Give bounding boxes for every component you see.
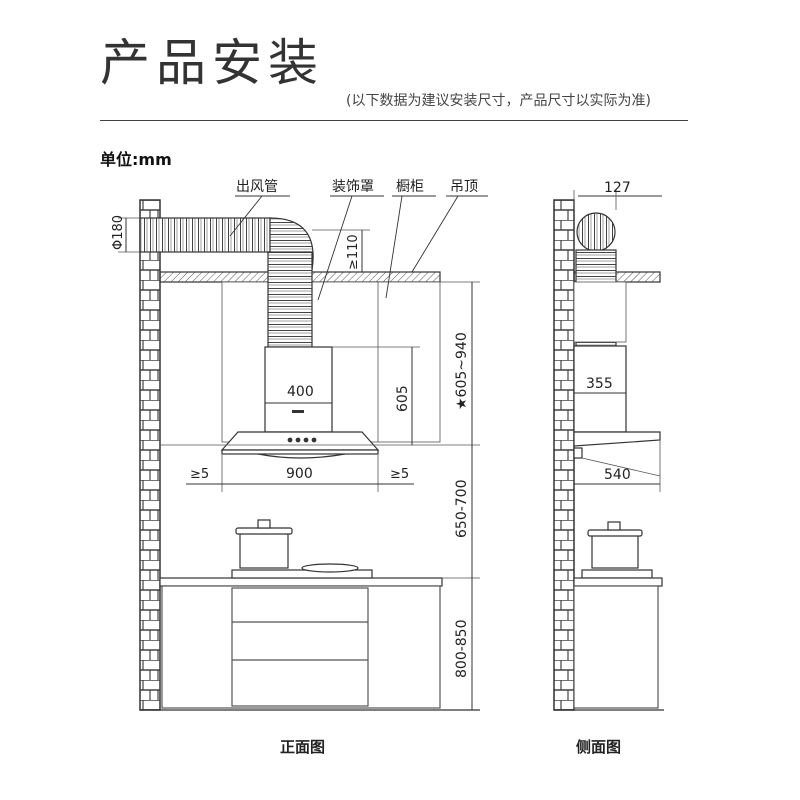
dim-605-940: ★605~940 — [454, 332, 470, 410]
side-hood-body — [573, 431, 661, 447]
side-brick-wall — [553, 199, 575, 711]
dim-duct-diameter: Φ180 — [111, 215, 126, 250]
front-duct-vertical — [267, 251, 313, 348]
dim-605: 605 — [395, 385, 411, 412]
label-cover: 装饰罩 — [332, 179, 374, 195]
dim-ge5-right: ≥5 — [390, 467, 409, 482]
dim-400: 400 — [287, 384, 314, 400]
dim-900: 900 — [286, 466, 313, 482]
front-pot — [239, 531, 289, 569]
side-duct-round — [576, 212, 616, 252]
front-countertop — [159, 577, 443, 587]
front-duct-horizontal — [139, 217, 271, 253]
side-view — [553, 190, 664, 711]
dim-ge110: ≥110 — [346, 234, 361, 270]
label-duct: 出风管 — [236, 179, 278, 195]
title-divider — [100, 120, 688, 121]
dim-127: 127 — [604, 180, 631, 196]
side-base-cabinet — [573, 585, 659, 709]
caption-side-view: 侧面图 — [576, 738, 621, 756]
label-ceiling: 吊顶 — [450, 179, 478, 195]
dim-355: 355 — [586, 376, 613, 392]
dim-800-850: 800-850 — [454, 620, 470, 679]
dim-ge5-left: ≥5 — [190, 467, 209, 482]
side-chimney-cover — [573, 345, 627, 433]
dim-540: 540 — [604, 467, 631, 483]
page-title: 产品安装 — [100, 34, 324, 92]
page-subtitle: (以下数据为建议安装尺寸，产品尺寸以实际为准) — [346, 93, 651, 109]
label-cabinet: 橱柜 — [396, 179, 424, 195]
unit-label: 单位:mm — [100, 150, 172, 169]
side-countertop — [573, 577, 663, 587]
side-pot — [591, 533, 639, 569]
caption-front-view: 正面图 — [280, 738, 325, 756]
front-chimney-cover — [264, 346, 333, 433]
front-brick-wall — [139, 199, 161, 711]
front-view — [118, 195, 488, 711]
dim-650-700: 650-700 — [454, 480, 470, 539]
